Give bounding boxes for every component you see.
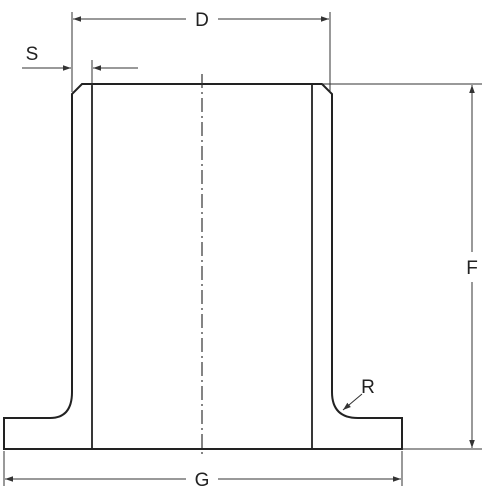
s-label: S [26,44,39,65]
r-label: R [361,377,375,398]
part-outline [3,83,403,450]
f-label: F [466,258,478,279]
d-label: D [195,10,209,31]
g-label: G [195,470,210,491]
r-leader [342,393,363,411]
